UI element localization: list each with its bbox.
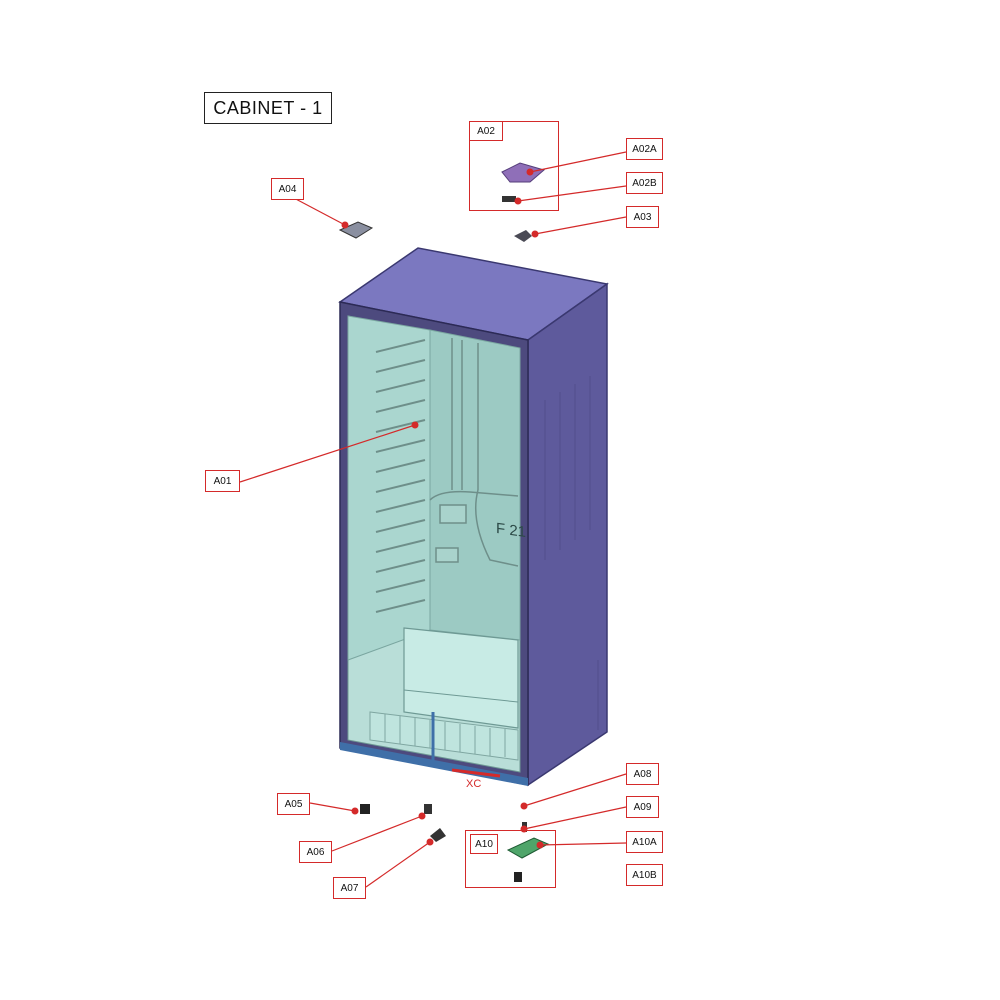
axis-label: XC	[466, 778, 482, 790]
back-channels	[429, 338, 519, 567]
part-a06-shape	[424, 804, 432, 814]
callout-a04: A04	[271, 178, 304, 200]
liner-back-wall	[429, 329, 521, 641]
callout-a10: A10	[470, 834, 498, 854]
part-a02a-shape	[501, 162, 546, 183]
callout-a10b: A10B	[626, 864, 663, 886]
callout-a02b: A02B	[626, 172, 663, 194]
callout-a08: A08	[626, 763, 659, 785]
callout-a02a: A02A	[626, 138, 663, 160]
group-a02-box	[469, 121, 559, 211]
callout-a07: A07	[333, 877, 366, 899]
leader-lines	[239, 151, 627, 888]
bottom-grille	[369, 711, 519, 761]
crisper-bin	[403, 627, 519, 729]
side-ribs	[544, 376, 599, 730]
cabinet-right-side	[527, 282, 608, 787]
part-a10b-shape	[514, 872, 522, 882]
callout-a05: A05	[277, 793, 310, 815]
callout-a09: A09	[626, 796, 659, 818]
part-a04-shape	[338, 221, 374, 239]
callout-a03: A03	[626, 206, 659, 228]
shelf-rails	[375, 339, 426, 613]
diagram-title: CABINET - 1	[204, 92, 332, 124]
callout-a01: A01	[205, 470, 240, 492]
group-a10-box	[465, 830, 556, 888]
callout-a02: A02	[469, 121, 503, 141]
part-a07-shape	[430, 828, 446, 842]
callout-a06: A06	[299, 841, 332, 863]
part-a02b-shape	[502, 196, 516, 202]
part-a05-shape	[360, 804, 370, 814]
part-a03-shape	[514, 230, 532, 242]
callout-a10a: A10A	[626, 831, 663, 853]
